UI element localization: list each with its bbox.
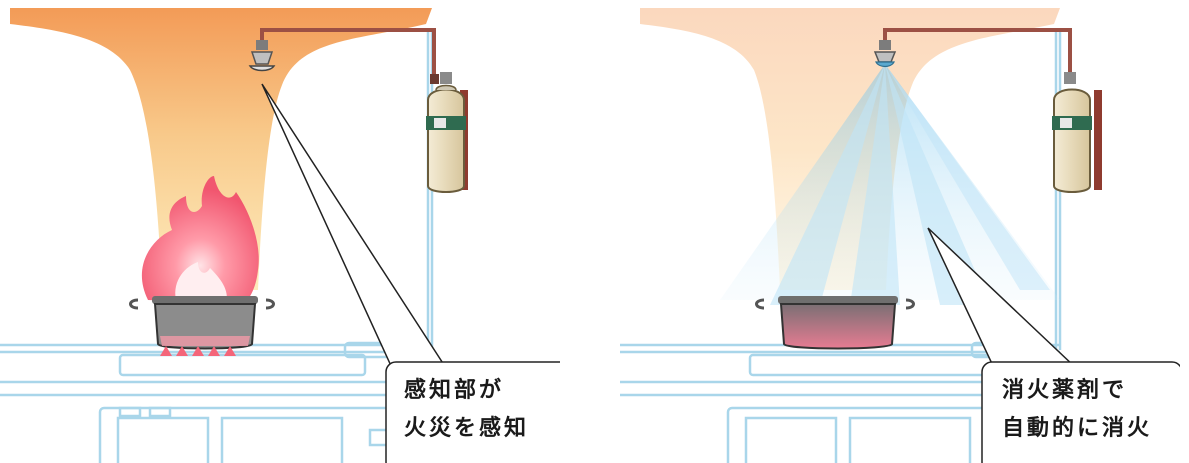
caption-line-1: 消火薬剤で: [1002, 378, 1128, 403]
discharge-nozzle: [873, 40, 897, 68]
callout-pointer: [261, 83, 448, 369]
fire-detection-illustration: [0, 8, 560, 463]
fire-flames: [141, 176, 259, 304]
kitchen-counter: [0, 30, 434, 463]
extinguishing-illustration: [620, 8, 1180, 463]
pipe-fitting: [430, 74, 439, 84]
callout-caption: 消火薬剤で 自動的に消火: [1002, 372, 1152, 448]
caption-line-2: 自動的に消火: [1002, 416, 1153, 441]
extinguisher-cylinder: [1052, 72, 1102, 193]
extinguishing-spray: [720, 64, 1060, 305]
extinguishing-panel: 消火薬剤で 自動的に消火: [620, 0, 1180, 463]
caption-line-2: 火災を感知: [404, 416, 530, 441]
agent-pipe: [883, 28, 1072, 82]
callout-caption: 感知部が 火災を感知: [404, 372, 529, 448]
callout-box: [981, 361, 1180, 463]
fire-detection-panel: 感知部が 火災を感知: [0, 0, 560, 463]
cooking-pot: [129, 296, 275, 350]
caption-line-1: 感知部が: [404, 378, 505, 403]
extinguisher-cylinder: [426, 72, 468, 193]
burner-flames: [160, 346, 236, 356]
callout-box: [385, 361, 560, 463]
detector-nozzle: [248, 40, 276, 72]
agent-pipe: [260, 28, 436, 82]
smoke-plume: [10, 8, 432, 290]
cooking-pot: [755, 296, 915, 350]
